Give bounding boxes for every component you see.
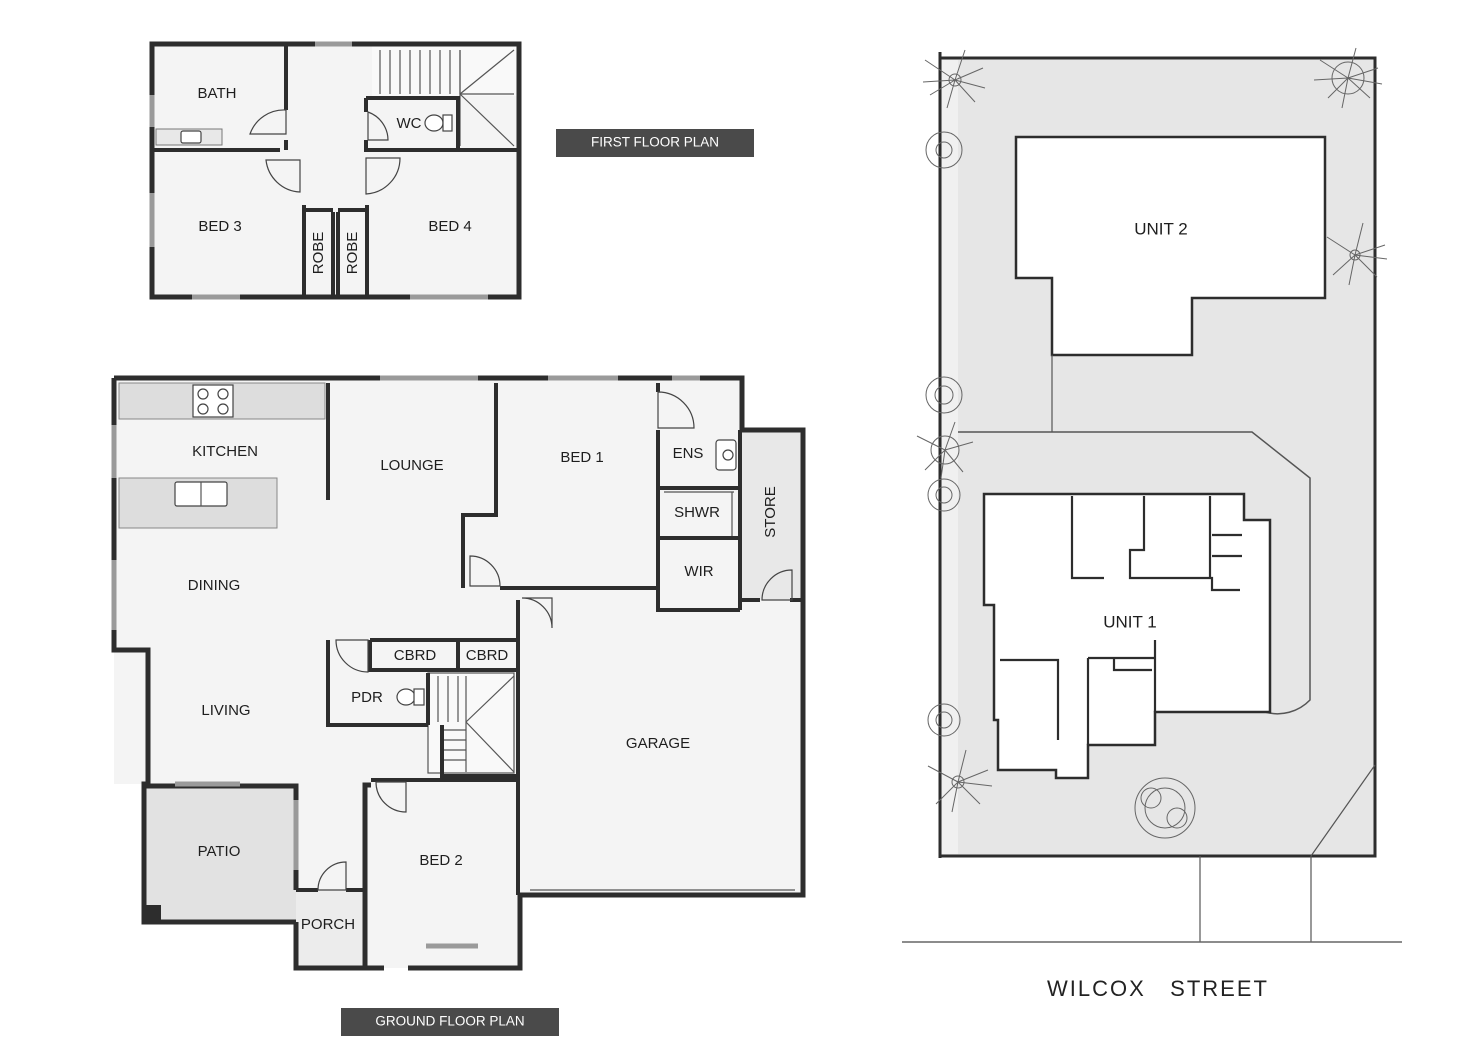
plant-icon [1313,47,1383,109]
room-label-robe-left: ROBE [310,232,327,275]
room-label-bed-3: BED 3 [198,218,241,235]
plant-icon [927,749,993,813]
street-name: WILCOX STREET [1047,976,1269,1001]
ground-floor-caption-text: GROUND FLOOR PLAN [375,1014,524,1029]
unit-2-label: UNIT 2 [1134,219,1188,238]
room-label-cbrd-left: CBRD [394,647,437,664]
ground-floor-caption: GROUND FLOOR PLAN [341,1008,559,1036]
room-label-patio: PATIO [198,843,241,860]
landscaping-plants [916,47,1388,839]
room-label-bed-1: BED 1 [560,449,603,466]
first-floor-caption: FIRST FLOOR PLAN [556,129,754,157]
plant-icon [922,49,986,109]
ground-floor-plan [111,375,806,971]
room-label-living: LIVING [201,702,250,719]
plant-icon [925,376,963,414]
first-floor-caption-text: FIRST FLOOR PLAN [591,135,719,150]
plant-icon [1326,222,1388,286]
room-label-wir: WIR [684,563,713,580]
first-floor-plan [149,41,522,300]
plant-icon [927,478,961,512]
room-label-store: STORE [762,486,779,537]
room-label-garage: GARAGE [626,735,690,752]
plant-icon [916,421,974,479]
room-label-bed-4: BED 4 [428,218,471,235]
room-label-dining: DINING [188,577,241,594]
room-label-bed-2: BED 2 [419,852,462,869]
unit-1-label: UNIT 1 [1103,612,1157,631]
room-label-porch: PORCH [301,916,355,933]
room-label-wc: WC [397,115,422,132]
plant-icon [1134,777,1196,839]
room-label-pdr: PDR [351,689,383,706]
room-label-ens: ENS [673,445,704,462]
site-plan [902,52,1402,943]
plant-icon [925,131,963,169]
room-label-kitchen: KITCHEN [192,443,258,460]
room-label-lounge: LOUNGE [380,457,443,474]
plant-icon [927,703,961,737]
room-label-bath: BATH [198,85,237,102]
room-label-robe-right: ROBE [344,232,361,275]
room-label-cbrd-right: CBRD [466,647,509,664]
room-label-shwr: SHWR [674,504,720,521]
